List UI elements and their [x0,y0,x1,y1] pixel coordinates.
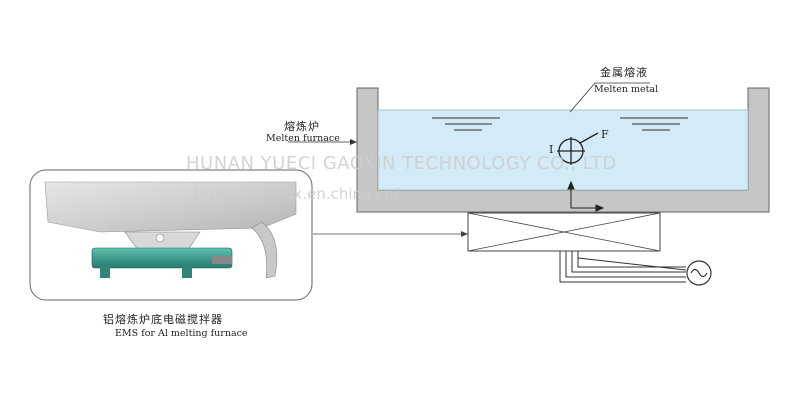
ems-label-en: EMS for Al melting furnace [115,328,248,339]
furnace-label-cn: 熔炼炉 [284,120,320,133]
cables [559,251,687,283]
watermark-url: https://hnycgx.en.china.cn/ [194,185,399,203]
force-label: F [601,128,609,141]
metal-label-cn: 金属熔液 [600,66,648,79]
metal-leader [569,82,650,113]
metal-label-en: Melten metal [594,84,659,95]
furnace-label-en: Melten furnace [266,133,340,144]
ems-label-cn: 铝熔炼炉底电磁搅拌器 [103,313,223,326]
axis-arrow [567,180,605,212]
molten-metal [377,109,749,191]
watermark-company: HUNAN YUECI GAOXIN TECHNOLOGY CO., LTD [186,153,617,174]
surface-marks [432,117,688,131]
current-label: I [549,143,554,156]
ac-source-icon [686,260,712,286]
current-cross-icon [557,132,599,165]
stirrer-photo [44,181,297,279]
